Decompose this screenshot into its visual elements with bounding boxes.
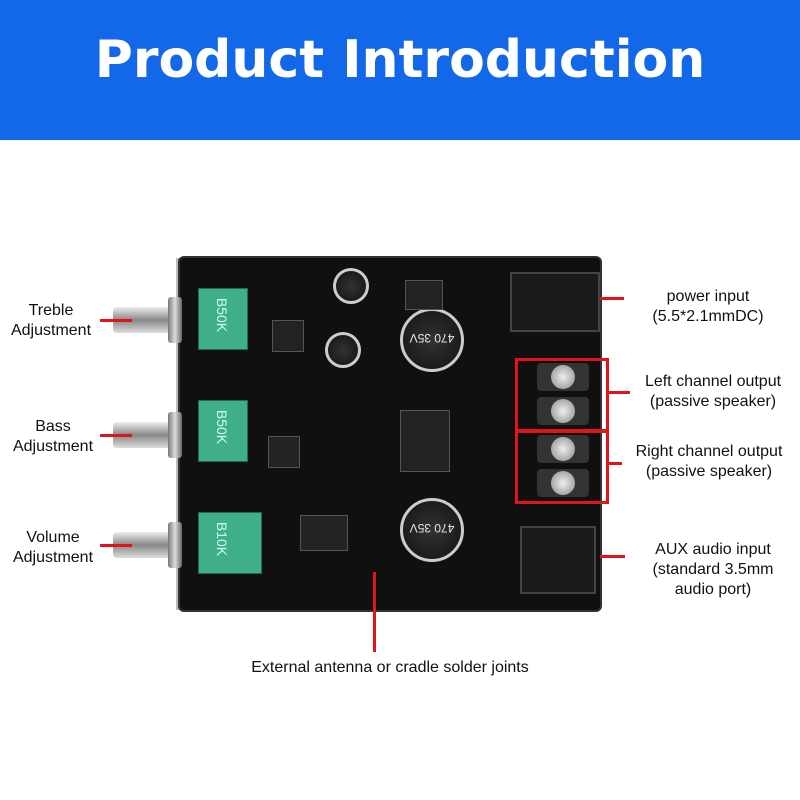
regulator-chip — [405, 280, 443, 310]
capacitor: 470 35V — [400, 498, 464, 562]
volume-nut — [168, 522, 182, 568]
power-pointer — [600, 297, 624, 300]
page-title: Product Introduction — [94, 30, 706, 90]
dc-power-jack — [510, 272, 600, 332]
pot-value: B50K — [214, 297, 231, 333]
pot-value: B10K — [214, 521, 231, 557]
capacitor-label: 470 35V — [409, 521, 455, 535]
aux-jack — [520, 526, 596, 594]
volume-pointer — [100, 544, 132, 547]
capacitor-label: 470 35V — [409, 331, 455, 345]
right-output-label: Right channel output(passive speaker) — [635, 443, 783, 480]
right-output-highlight — [515, 430, 609, 504]
terminal-screw — [537, 435, 589, 463]
amplifier-chip — [400, 410, 450, 472]
bass-nut — [168, 412, 182, 458]
volume-potentiometer: B10K — [198, 512, 262, 574]
power-label: power input(5.5*2.1mmDC) — [652, 288, 764, 325]
right-pointer — [606, 462, 622, 465]
pot-value: B50K — [214, 409, 231, 445]
tone-chip — [268, 436, 300, 468]
left-output-label: Left channel output(passive speaker) — [644, 373, 782, 410]
tone-chip — [272, 320, 304, 352]
terminal-screw — [537, 397, 589, 425]
antenna-pointer — [373, 572, 376, 652]
capacitor: 470 35V — [400, 308, 464, 372]
treble-pointer — [100, 319, 132, 322]
bass-pointer — [100, 434, 132, 437]
aux-pointer — [600, 555, 625, 558]
treble-potentiometer: B50K — [198, 288, 248, 350]
header-banner: Product Introduction — [0, 0, 800, 140]
left-pointer — [606, 391, 630, 394]
capacitor — [333, 268, 369, 304]
capacitor — [325, 332, 361, 368]
terminal-screw — [537, 469, 589, 497]
bass-potentiometer: B50K — [198, 400, 248, 462]
left-output-highlight — [515, 358, 609, 432]
treble-nut — [168, 297, 182, 343]
antenna-label: External antenna or cradle solder joints — [251, 659, 529, 676]
bluetooth-chip — [300, 515, 348, 551]
terminal-screw — [537, 363, 589, 391]
